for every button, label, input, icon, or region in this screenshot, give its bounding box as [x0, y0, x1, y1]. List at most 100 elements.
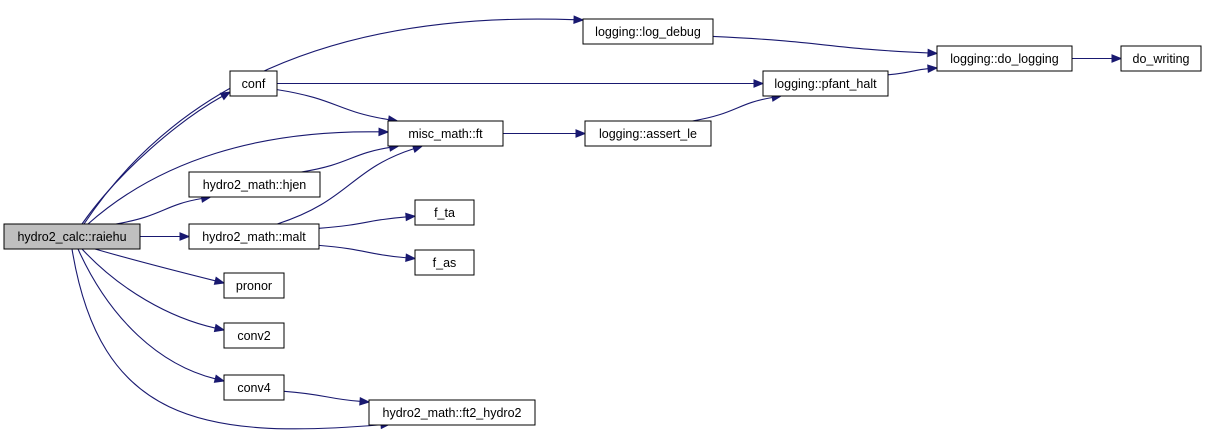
- edge-raiehu-to-conv4: [77, 248, 226, 383]
- edge-line: [81, 248, 216, 329]
- node-label: f_ta: [434, 206, 455, 220]
- node-box[interactable]: [1120, 45, 1202, 72]
- node-label: conv4: [237, 381, 270, 395]
- arrowhead-icon: [213, 276, 226, 285]
- node-box[interactable]: [387, 120, 504, 147]
- edge-raiehu-to-ft: [87, 127, 390, 225]
- node-box[interactable]: [762, 70, 889, 97]
- node-box[interactable]: [414, 249, 475, 276]
- edge-line: [277, 148, 414, 225]
- node-box[interactable]: [223, 374, 285, 401]
- edge-line: [81, 95, 223, 225]
- edge-line: [712, 35, 929, 54]
- node-box[interactable]: [223, 272, 285, 299]
- node-label: conv2: [237, 329, 270, 343]
- edge-conv4-to-ft2_hydro2: [283, 390, 371, 406]
- edge-raiehu-to-log_debug: [83, 15, 585, 225]
- edge-line: [283, 390, 361, 402]
- edge-raiehu-to-pronor: [94, 248, 226, 285]
- arrowhead-icon: [179, 232, 191, 241]
- node-label: hydro2_math::ft2_hydro2: [383, 406, 522, 420]
- node-box[interactable]: [223, 322, 285, 349]
- edge-line: [71, 248, 382, 430]
- node-label: logging::do_logging: [950, 52, 1058, 66]
- node-pfant_halt[interactable]: logging::pfant_halt: [762, 70, 889, 97]
- node-label: f_as: [433, 256, 457, 270]
- node-pronor[interactable]: pronor: [223, 272, 285, 299]
- arrowhead-icon: [927, 64, 939, 74]
- edge-malt-to-f_as: [318, 244, 417, 263]
- edge-line: [318, 216, 407, 229]
- node-label: misc_math::ft: [408, 127, 483, 141]
- edge-raiehu-to-conf: [81, 91, 232, 225]
- edge-do_logging-to-do_writing: [1072, 54, 1123, 63]
- arrowhead-icon: [359, 396, 371, 406]
- edge-line: [276, 89, 389, 121]
- edge-pfant_halt-to-do_logging: [887, 64, 939, 76]
- node-box[interactable]: [584, 120, 712, 147]
- edge-line: [87, 131, 380, 225]
- edge-line: [692, 96, 773, 122]
- node-hjen[interactable]: hydro2_math::hjen: [188, 171, 321, 198]
- node-label: logging::pfant_halt: [774, 77, 877, 91]
- node-layer: hydro2_calc::raiehu logging::log_debugcon…: [3, 18, 1202, 426]
- arrowhead-icon: [1111, 54, 1123, 63]
- edge-assert_le-to-pfant_halt: [692, 93, 783, 122]
- node-label: hydro2_calc::raiehu: [17, 230, 126, 244]
- node-label: hydro2_math::malt: [202, 230, 306, 244]
- edge-raiehu-to-conv2: [81, 248, 226, 333]
- node-label: hydro2_math::hjen: [203, 178, 307, 192]
- node-assert_le[interactable]: logging::assert_le: [584, 120, 712, 147]
- node-box[interactable]: [414, 199, 475, 226]
- arrowhead-icon: [213, 323, 226, 333]
- edge-line: [77, 248, 216, 380]
- node-box[interactable]: [188, 171, 321, 198]
- node-ft[interactable]: misc_math::ft: [387, 120, 504, 147]
- node-f_ta[interactable]: f_ta: [414, 199, 475, 226]
- edge-ft-to-assert_le: [502, 129, 587, 138]
- node-label: logging::assert_le: [599, 127, 697, 141]
- node-log_debug[interactable]: logging::log_debug: [582, 18, 714, 45]
- node-box[interactable]: [582, 18, 714, 45]
- node-label: conf: [242, 77, 266, 91]
- edge-line: [318, 244, 407, 259]
- arrowhead-icon: [573, 15, 585, 25]
- node-f_as[interactable]: f_as: [414, 249, 475, 276]
- node-ft2_hydro2[interactable]: hydro2_math::ft2_hydro2: [368, 399, 536, 426]
- node-malt[interactable]: hydro2_math::malt: [188, 223, 320, 250]
- arrowhead-icon: [753, 79, 765, 88]
- edge-line: [301, 146, 390, 173]
- edge-hjen-to-ft: [301, 143, 401, 173]
- arrowhead-icon: [927, 48, 939, 58]
- edge-conf-to-pfant_halt: [277, 79, 765, 88]
- node-box[interactable]: [188, 223, 320, 250]
- node-box[interactable]: [936, 45, 1073, 72]
- node-label: do_writing: [1133, 52, 1190, 66]
- edge-raiehu-to-hjen: [115, 194, 212, 225]
- node-label: pronor: [236, 279, 272, 293]
- node-conv2[interactable]: conv2: [223, 322, 285, 349]
- edge-raiehu-to-malt: [140, 232, 191, 241]
- edge-layer: [71, 15, 1123, 430]
- node-do_logging[interactable]: logging::do_logging: [936, 45, 1073, 72]
- edge-line: [94, 248, 216, 282]
- node-box[interactable]: [3, 223, 141, 250]
- edge-conf-to-ft: [276, 89, 399, 124]
- arrowhead-icon: [219, 91, 232, 101]
- arrowhead-icon: [378, 127, 390, 137]
- arrowhead-icon: [405, 253, 417, 263]
- arrowhead-icon: [405, 212, 417, 222]
- node-label: logging::log_debug: [595, 25, 701, 39]
- node-box[interactable]: [229, 70, 278, 97]
- node-conv4[interactable]: conv4: [223, 374, 285, 401]
- arrowhead-icon: [213, 374, 226, 383]
- node-box[interactable]: [368, 399, 536, 426]
- node-raiehu[interactable]: hydro2_calc::raiehu: [3, 223, 141, 250]
- edge-malt-to-f_ta: [318, 212, 417, 229]
- arrowhead-icon: [575, 129, 587, 138]
- node-do_writing[interactable]: do_writing: [1120, 45, 1202, 72]
- edge-log_debug-to-do_logging: [712, 35, 939, 58]
- node-conf[interactable]: conf: [229, 70, 278, 97]
- edge-line: [115, 197, 202, 225]
